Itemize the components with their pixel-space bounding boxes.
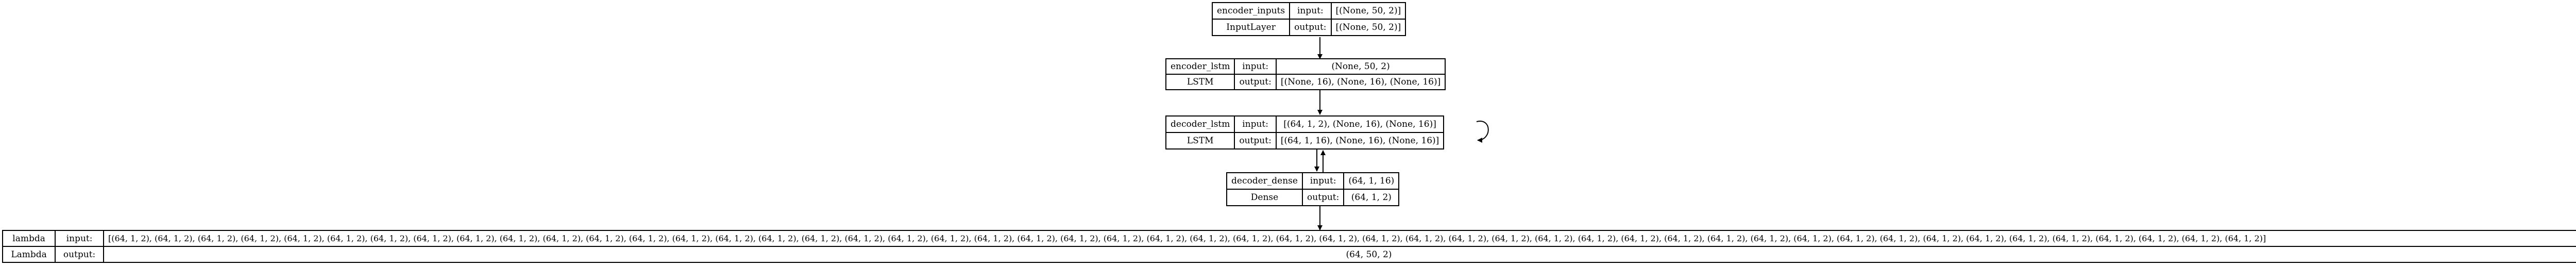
edge-decoder-lstm-self-loop bbox=[1477, 121, 1488, 140]
node-decoder-lstm: decoder_lstm input: [(64, 1, 2), (None, … bbox=[1165, 115, 1444, 149]
output-shape: [(None, 50, 2)] bbox=[1331, 19, 1406, 36]
input-shape: [(None, 50, 2)] bbox=[1331, 3, 1406, 19]
layer-type: Lambda bbox=[3, 246, 55, 262]
layer-name: decoder_lstm bbox=[1166, 116, 1234, 132]
layer-name: lambda bbox=[3, 230, 55, 246]
layer-type: LSTM bbox=[1166, 74, 1234, 90]
output-label: output: bbox=[1234, 132, 1276, 149]
input-shape: (64, 1, 16) bbox=[1344, 173, 1399, 189]
output-shape: (64, 50, 2) bbox=[104, 246, 2576, 262]
output-label: output: bbox=[1302, 189, 1344, 206]
node-encoder-lstm: encoder_lstm input: (None, 50, 2) LSTM o… bbox=[1165, 58, 1446, 90]
output-label: output: bbox=[1290, 19, 1331, 36]
input-label: input: bbox=[1302, 173, 1344, 189]
layer-name: encoder_inputs bbox=[1212, 3, 1290, 19]
input-label: input: bbox=[1290, 3, 1331, 19]
input-shape: (None, 50, 2) bbox=[1276, 59, 1445, 74]
layer-type: Dense bbox=[1227, 189, 1302, 206]
input-label: input: bbox=[1234, 59, 1276, 74]
layer-type: LSTM bbox=[1166, 132, 1234, 149]
node-lambda: lambda input: [(64, 1, 2), (64, 1, 2), (… bbox=[2, 230, 2576, 263]
output-shape: (64, 1, 2) bbox=[1344, 189, 1399, 206]
output-shape: [(64, 1, 16), (None, 16), (None, 16)] bbox=[1276, 132, 1444, 149]
input-shape: [(64, 1, 2), (None, 16), (None, 16)] bbox=[1276, 116, 1444, 132]
input-label: input: bbox=[1234, 116, 1276, 132]
layer-name: encoder_lstm bbox=[1166, 59, 1234, 74]
node-decoder-dense: decoder_dense input: (64, 1, 16) Dense o… bbox=[1226, 172, 1399, 206]
output-label: output: bbox=[1234, 74, 1276, 90]
layer-name: decoder_dense bbox=[1227, 173, 1302, 189]
input-label: input: bbox=[55, 230, 104, 246]
layer-type: InputLayer bbox=[1212, 19, 1290, 36]
input-shape: [(64, 1, 2), (64, 1, 2), (64, 1, 2), (64… bbox=[104, 230, 2576, 246]
output-label: output: bbox=[55, 246, 104, 262]
output-shape: [(None, 16), (None, 16), (None, 16)] bbox=[1276, 74, 1445, 90]
node-encoder-inputs: encoder_inputs input: [(None, 50, 2)] In… bbox=[1212, 2, 1406, 36]
